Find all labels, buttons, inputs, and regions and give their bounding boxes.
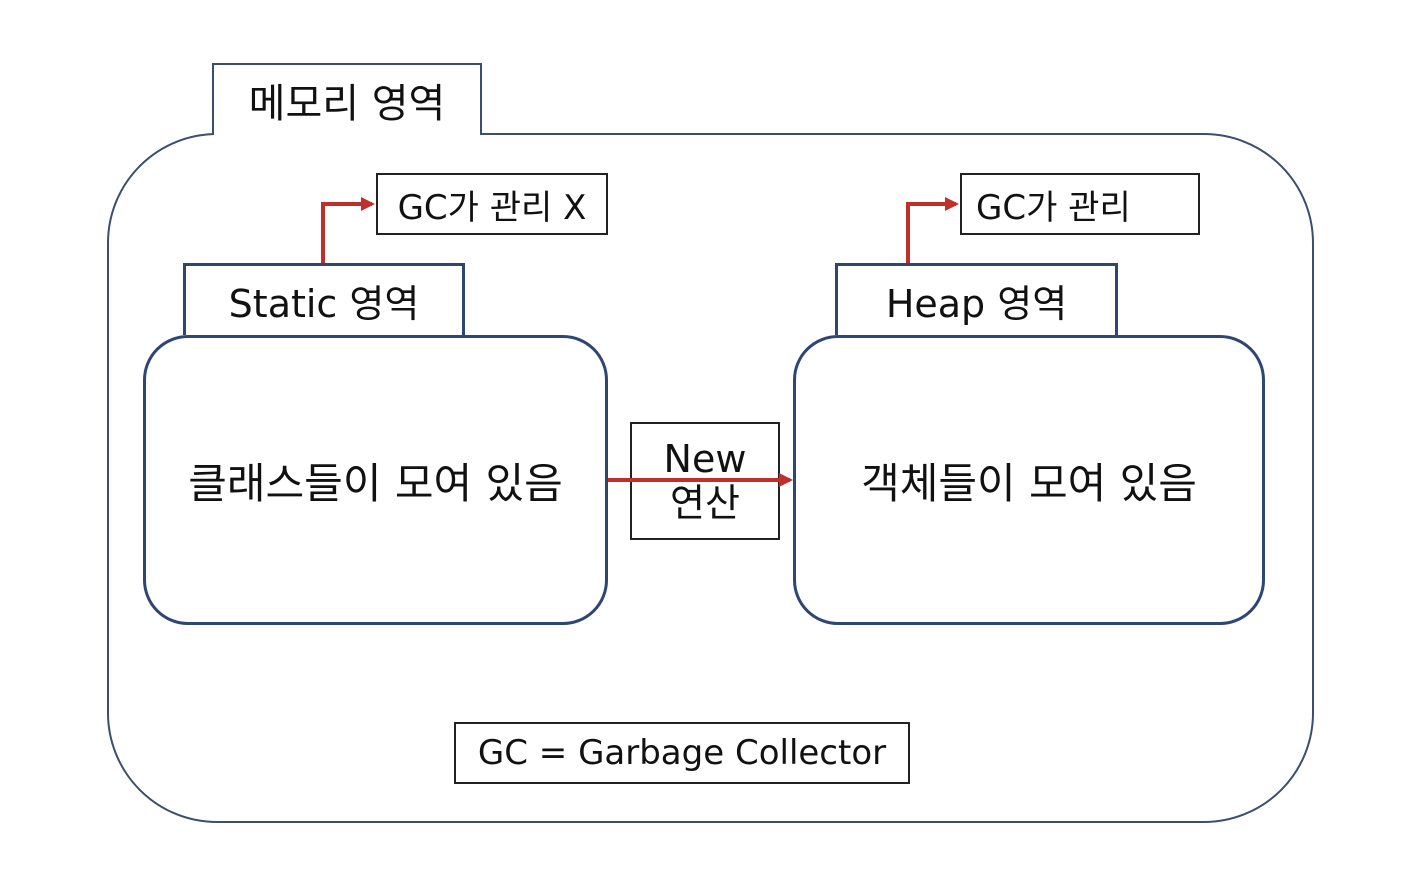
heap-gc-note-text: GC가 관리: [976, 187, 1131, 228]
heap-area-box: 객체들이 모여 있음: [793, 335, 1265, 625]
new-operation-line2: 연산: [670, 481, 740, 525]
static-area-box: 클래스들이 모여 있음: [143, 335, 608, 625]
heap-area-content: 객체들이 모여 있음: [861, 458, 1197, 508]
static-area-title-text: Static 영역: [228, 282, 420, 326]
static-area-content: 클래스들이 모여 있음: [188, 458, 563, 508]
static-gc-note-text: GC가 관리 X: [397, 187, 587, 228]
memory-area-title-text: 메모리 영역: [248, 81, 446, 127]
legend-box: GC = Garbage Collector: [454, 722, 910, 784]
legend-text: GC = Garbage Collector: [477, 733, 887, 773]
heap-area-title-text: Heap 영역: [885, 282, 1068, 326]
heap-gc-note: GC가 관리: [960, 173, 1200, 235]
memory-area-title: 메모리 영역: [212, 63, 482, 135]
memory-area-container: [107, 133, 1314, 823]
new-operation-box: New 연산: [630, 422, 780, 540]
static-area-title: Static 영역: [183, 263, 465, 335]
heap-area-title: Heap 영역: [835, 263, 1118, 335]
new-operation-line1: New: [663, 437, 747, 481]
static-gc-note: GC가 관리 X: [376, 173, 608, 235]
